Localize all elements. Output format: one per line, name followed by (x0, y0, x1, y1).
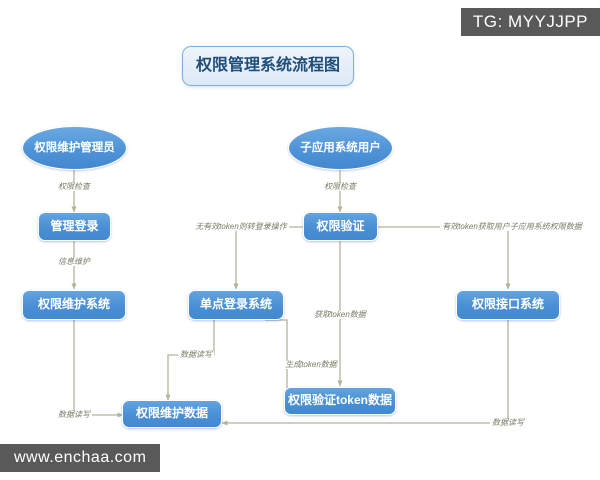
edge-auth-verify-to-sso (233, 226, 303, 290)
edge-label-valid-token: 有效token获取用户子应用系统权限数据 (440, 222, 584, 231)
node-sub-app-user[interactable]: 子应用系统用户 (288, 126, 393, 170)
edge-label-sso-data-rw: 数据读写 (178, 350, 214, 359)
edge-sso-to-maint-data (165, 320, 215, 401)
edge-label-generate-token-data: 生成token数据 (283, 360, 339, 369)
edge-label-no-valid-token: 无有效token则转登录操作 (193, 222, 289, 231)
diagram-title: 权限管理系统流程图 (182, 46, 354, 86)
node-permission-maintenance-system[interactable]: 权限维护系统 (22, 290, 126, 320)
node-admin[interactable]: 权限维护管理员 (22, 126, 127, 170)
node-sso-system[interactable]: 单点登录系统 (188, 290, 284, 320)
node-permission-verify[interactable]: 权限验证 (303, 212, 378, 241)
edge-label-api-data-rw: 数据读写 (490, 418, 526, 427)
connector-group (71, 170, 511, 426)
telegram-watermark: TG: MYYJJPP (460, 8, 600, 36)
node-permission-maintenance-data[interactable]: 权限维护数据 (122, 400, 222, 428)
edge-maint-sys-to-maint-data (73, 320, 124, 418)
edge-label-info-maintenance: 信息维护 (56, 257, 92, 266)
node-permission-token-data[interactable]: 权限验证token数据 (284, 387, 396, 415)
site-watermark: www.enchaa.com (0, 444, 161, 472)
edge-label-user-check: 权限检查 (322, 182, 358, 191)
edge-label-maint-sys-data-rw: 数据读写 (56, 410, 92, 419)
edge-label-get-token-data: 获取token数据 (312, 310, 368, 319)
edge-auth-verify-to-api (378, 226, 511, 290)
edge-sso-to-token-data (265, 319, 300, 398)
node-management-login[interactable]: 管理登录 (38, 212, 111, 241)
node-permission-api-system[interactable]: 权限接口系统 (456, 290, 560, 320)
edge-label-admin-check: 权限检查 (56, 182, 92, 191)
